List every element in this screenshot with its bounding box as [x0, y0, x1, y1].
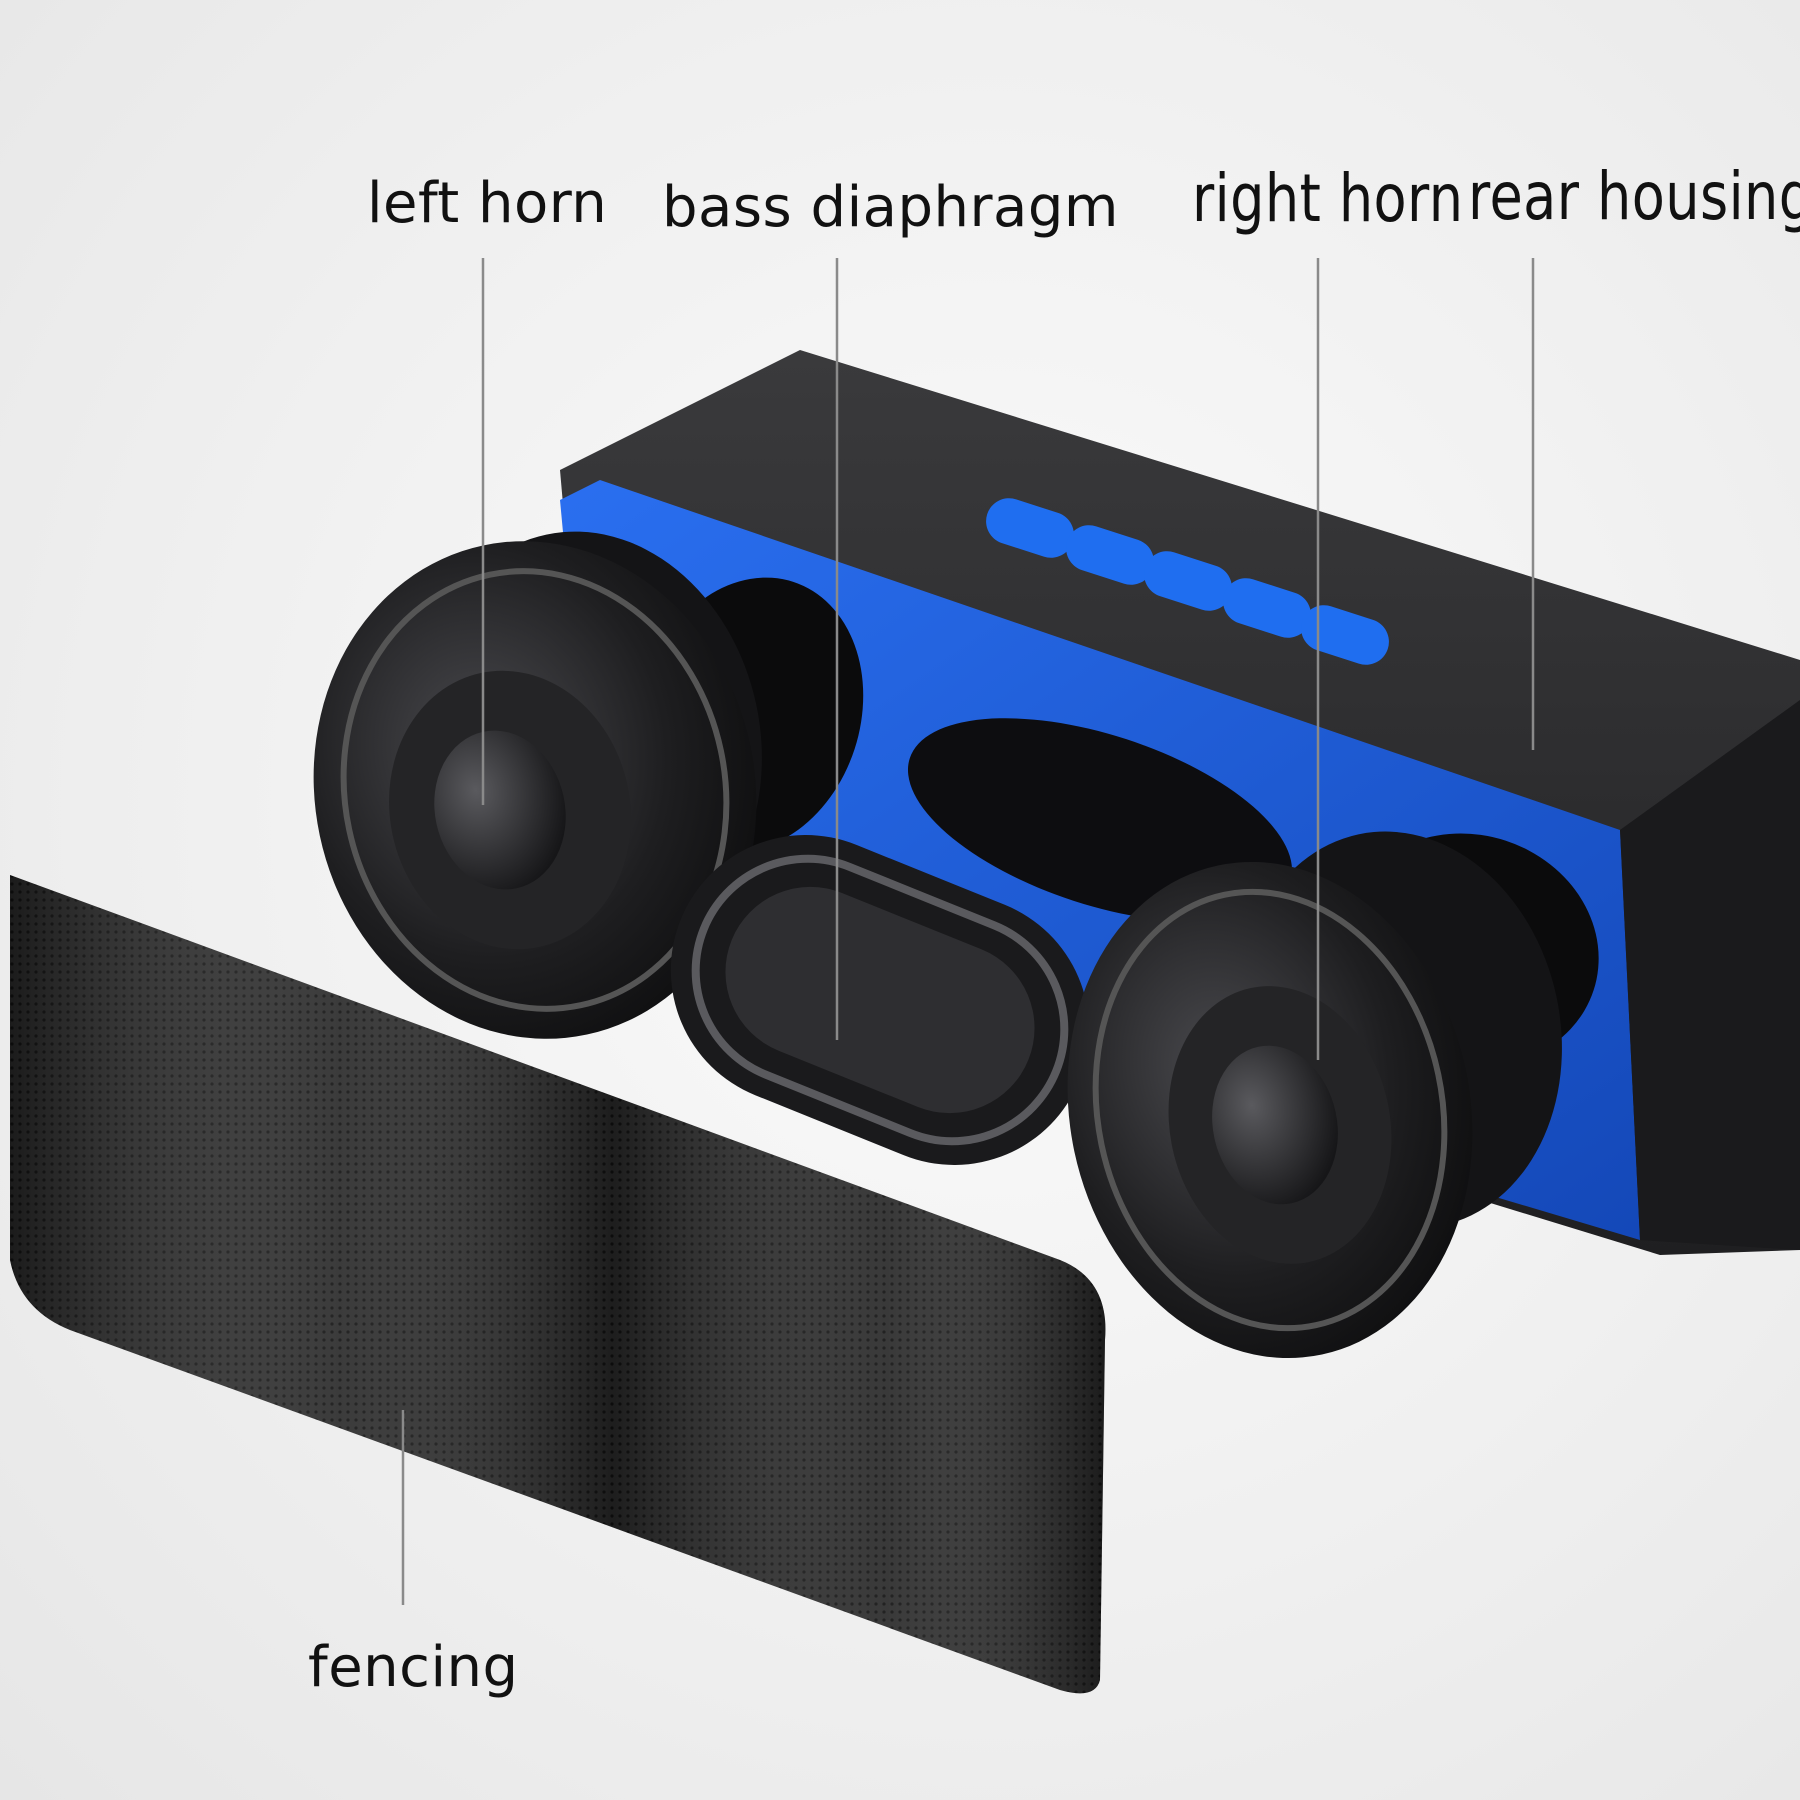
fencing — [10, 875, 1106, 1694]
previous-icon[interactable] — [980, 492, 1080, 564]
label-rear-housing: rear housing — [1468, 158, 1800, 235]
leader-lines — [401, 258, 1535, 1605]
center-port — [907, 718, 1293, 922]
mode-icon[interactable] — [1217, 572, 1317, 644]
play-pause-icon[interactable] — [1138, 545, 1238, 617]
control-buttons — [980, 492, 1395, 671]
label-fencing: fencing — [308, 1635, 519, 1700]
left-horn — [313, 531, 762, 1039]
phone-icon[interactable] — [1295, 599, 1395, 671]
bass-diaphragm — [670, 835, 1090, 1165]
label-bass-diaphragm: bass diaphragm — [662, 175, 1119, 240]
label-right-horn: right horn — [1192, 160, 1464, 237]
label-left-horn: left horn — [367, 171, 608, 236]
next-icon[interactable] — [1060, 519, 1160, 591]
